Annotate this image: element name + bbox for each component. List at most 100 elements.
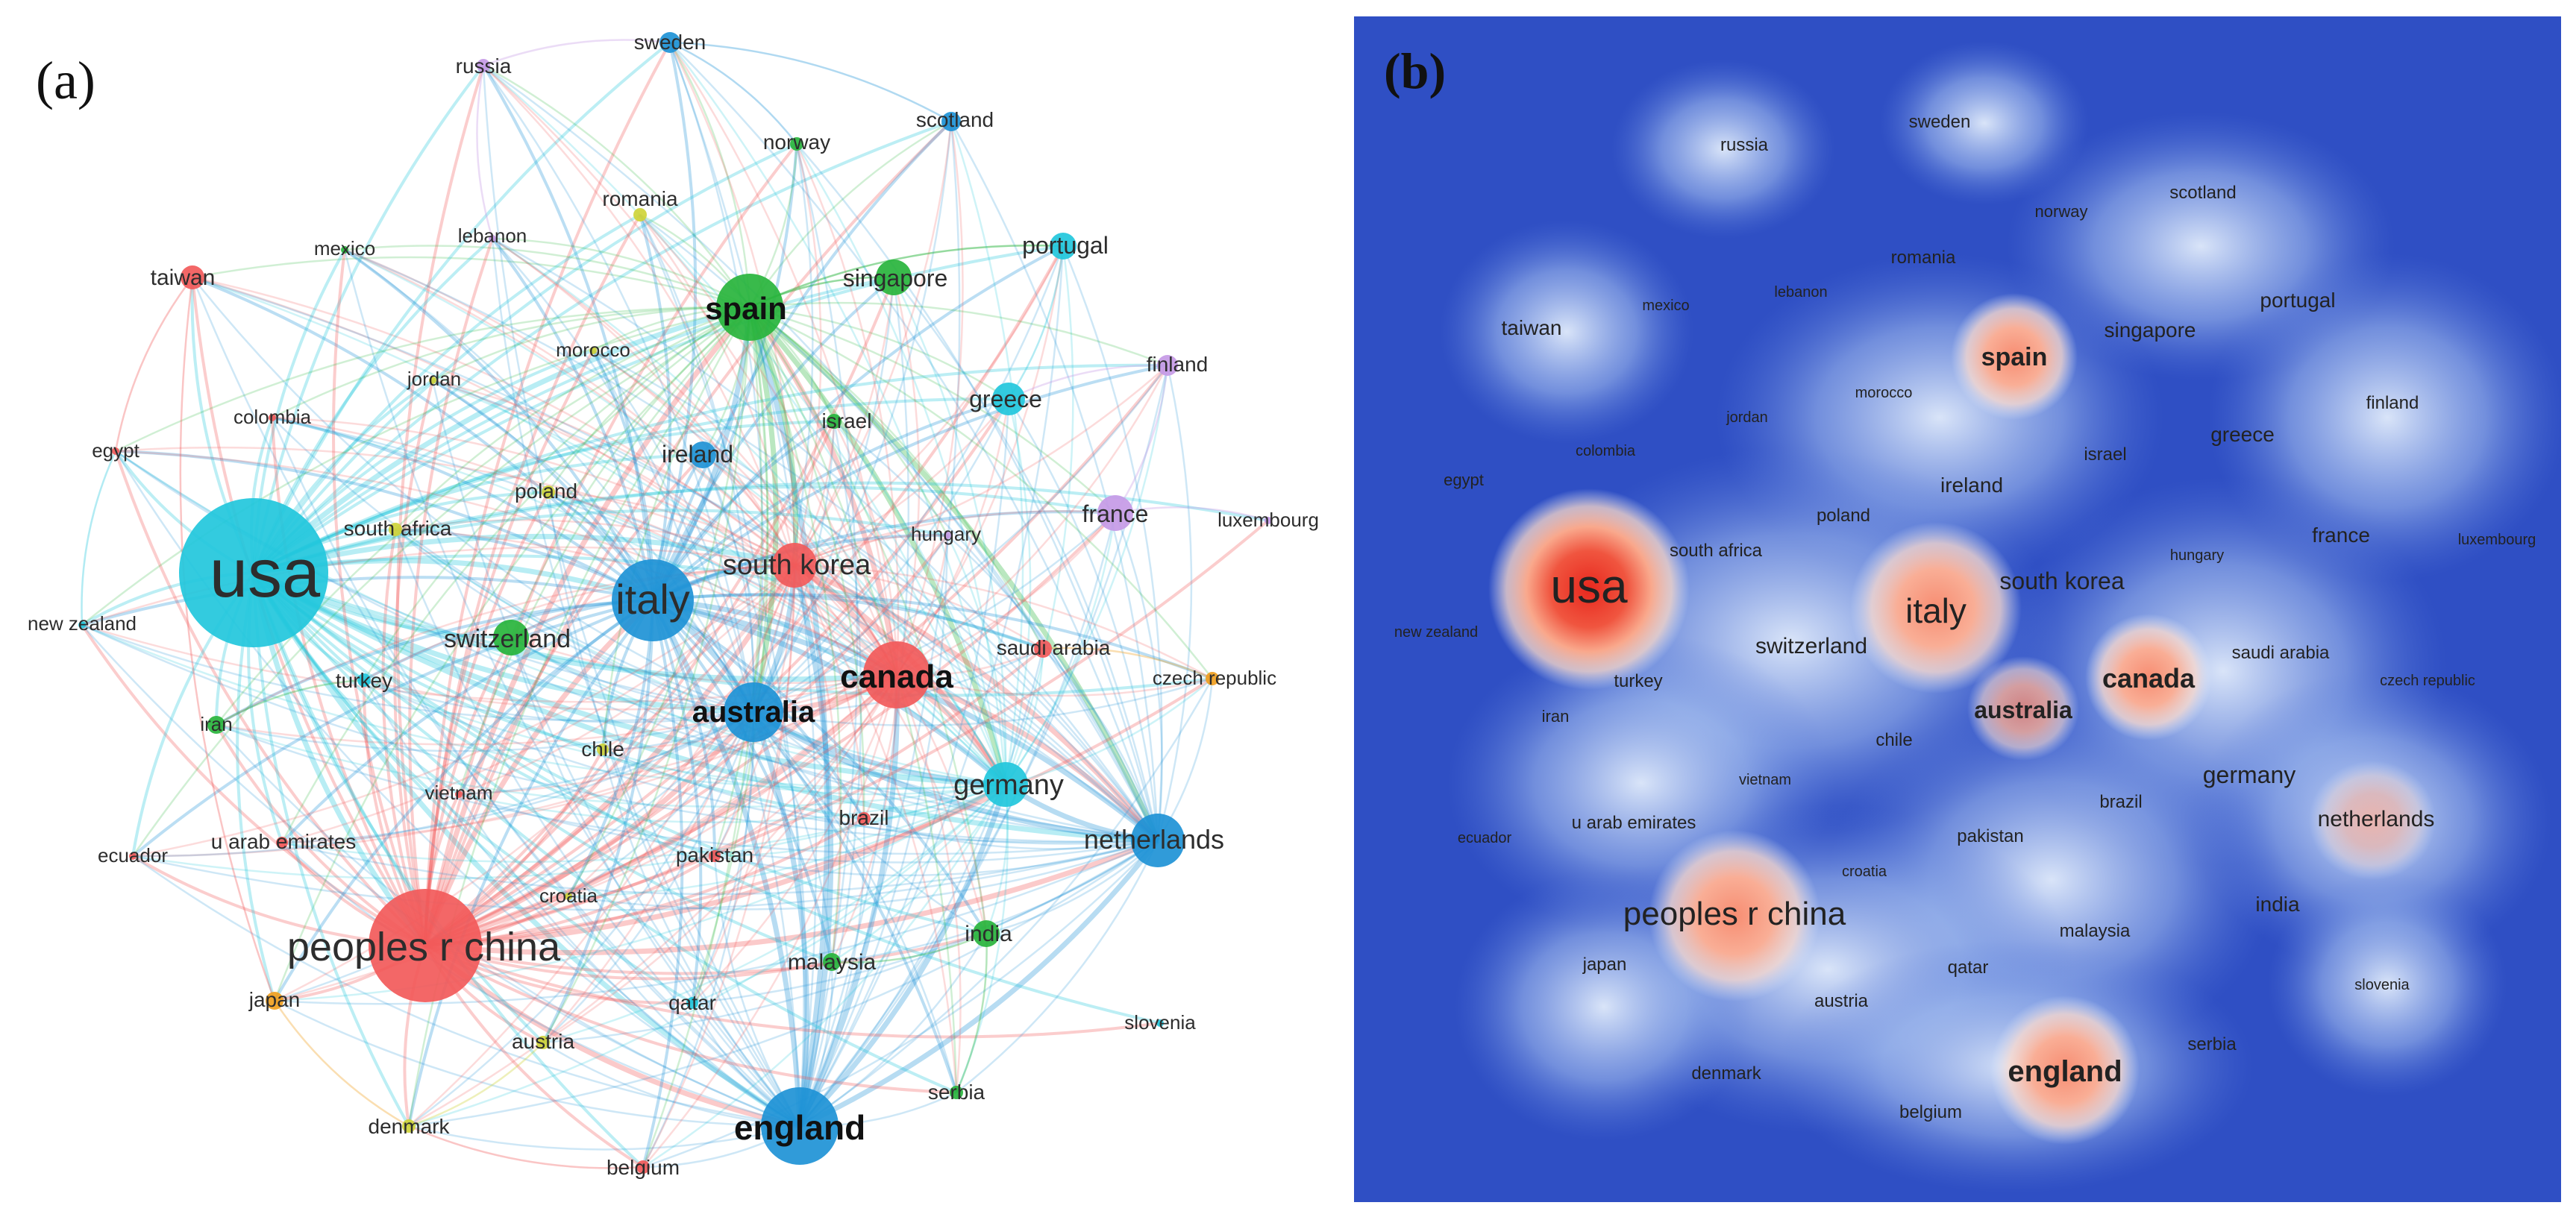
node-switzerland bbox=[493, 620, 529, 655]
network-edge bbox=[753, 711, 958, 1093]
node-morocco bbox=[589, 347, 597, 354]
label-luxembourg: luxembourg bbox=[1218, 509, 1319, 531]
network-edge bbox=[510, 636, 1159, 842]
node-greece bbox=[992, 383, 1025, 415]
network-edge bbox=[252, 245, 1064, 574]
network-edge bbox=[253, 485, 1116, 574]
node-brazil bbox=[857, 812, 871, 826]
network-edge bbox=[216, 673, 897, 746]
network-edge bbox=[795, 143, 900, 676]
network-edge bbox=[476, 65, 494, 239]
network-edge bbox=[216, 723, 1159, 855]
density-glows bbox=[1440, 41, 2561, 1193]
network-edge bbox=[753, 245, 1065, 713]
network-edge bbox=[548, 491, 897, 676]
label-australia: australia bbox=[692, 696, 815, 729]
label-sweden: sweden bbox=[634, 31, 706, 54]
network-edge bbox=[424, 710, 756, 949]
label-vietnam: vietnam bbox=[424, 782, 492, 804]
node-romania bbox=[633, 208, 647, 221]
network-edge bbox=[548, 491, 1006, 785]
node-ecuador bbox=[129, 852, 137, 860]
network-edge bbox=[216, 599, 654, 726]
network-edge bbox=[408, 1125, 800, 1151]
network-edge bbox=[863, 817, 1159, 850]
density-label-romania: romania bbox=[1891, 248, 1956, 268]
network-edge bbox=[794, 245, 1065, 567]
network-edge bbox=[344, 248, 897, 676]
network-edge bbox=[432, 379, 897, 676]
label-japan: japan bbox=[248, 988, 301, 1011]
network-edge bbox=[895, 674, 988, 934]
density-label-chile: chile bbox=[1875, 730, 1912, 750]
density-label-iran: iran bbox=[1542, 707, 1570, 726]
panel-a-network-map: (a) bbox=[28, 31, 1319, 1179]
network-edge bbox=[794, 398, 1009, 567]
network-edge bbox=[752, 711, 833, 963]
network-edge bbox=[668, 42, 764, 713]
network-edge bbox=[253, 363, 1168, 574]
network-edge bbox=[423, 943, 800, 1129]
node-australia bbox=[724, 682, 783, 742]
label-greece: greece bbox=[969, 386, 1042, 412]
network-edge bbox=[192, 277, 754, 714]
network-edge bbox=[114, 277, 193, 452]
network-edge bbox=[81, 623, 754, 722]
label-south-korea: south korea bbox=[723, 550, 871, 581]
network-edge bbox=[798, 818, 865, 1127]
node-england bbox=[761, 1087, 839, 1165]
network-edge bbox=[793, 565, 865, 820]
network-edge bbox=[602, 748, 1159, 845]
network-edge bbox=[363, 679, 1006, 790]
density-label-israel: israel bbox=[2084, 444, 2126, 465]
network-edge bbox=[713, 306, 769, 857]
network-edge bbox=[753, 398, 1010, 713]
network-edge bbox=[252, 570, 754, 715]
network-edge bbox=[651, 120, 953, 601]
network-edge bbox=[274, 711, 754, 1002]
network-edge bbox=[1156, 365, 1193, 841]
network-edge bbox=[424, 142, 798, 946]
network-edge bbox=[458, 673, 897, 796]
node-saudi-arabia bbox=[1034, 640, 1052, 658]
network-edge bbox=[408, 1042, 544, 1128]
network-edge bbox=[424, 277, 895, 947]
network-edge bbox=[192, 276, 795, 566]
label-peoples-r-china: peoples r china bbox=[287, 925, 561, 969]
network-edge bbox=[547, 306, 750, 493]
network-edge bbox=[642, 565, 796, 1168]
density-label-hungary: hungary bbox=[2170, 547, 2224, 564]
density-labels: usa peoples r china italy england canada… bbox=[1394, 112, 2536, 1122]
density-label-pakistan: pakistan bbox=[1957, 826, 2023, 846]
network-edge bbox=[748, 306, 842, 963]
label-netherlands: netherlands bbox=[1084, 824, 1224, 855]
network-edge bbox=[831, 784, 1007, 963]
network-edge bbox=[691, 565, 796, 1004]
network-edge bbox=[602, 748, 1006, 796]
network-edge bbox=[491, 237, 654, 601]
network-edge bbox=[252, 570, 897, 682]
network-edge bbox=[274, 839, 1159, 1005]
glow-warm-china bbox=[1649, 830, 1820, 1002]
network-edge bbox=[794, 365, 1168, 567]
density-label-qatar: qatar bbox=[1948, 958, 1989, 978]
network-edge bbox=[639, 214, 805, 1127]
network-edge bbox=[946, 535, 1007, 785]
network-edge bbox=[669, 42, 1007, 785]
network-edge bbox=[651, 245, 1064, 602]
network-edge bbox=[344, 245, 750, 309]
network-edge bbox=[272, 416, 1159, 841]
label-singapore: singapore bbox=[843, 265, 948, 292]
network-edge bbox=[798, 245, 1065, 1127]
network-edge bbox=[895, 398, 1010, 676]
network-edge bbox=[749, 301, 1168, 367]
network-edge bbox=[132, 783, 1006, 880]
network-edge bbox=[424, 245, 1065, 947]
network-edge bbox=[252, 41, 671, 573]
label-colombia: colombia bbox=[234, 406, 312, 428]
network-edge bbox=[798, 398, 1010, 1127]
network-edge bbox=[668, 42, 751, 308]
network-edge bbox=[252, 571, 833, 963]
glow-warm-netherlands bbox=[2309, 761, 2436, 880]
